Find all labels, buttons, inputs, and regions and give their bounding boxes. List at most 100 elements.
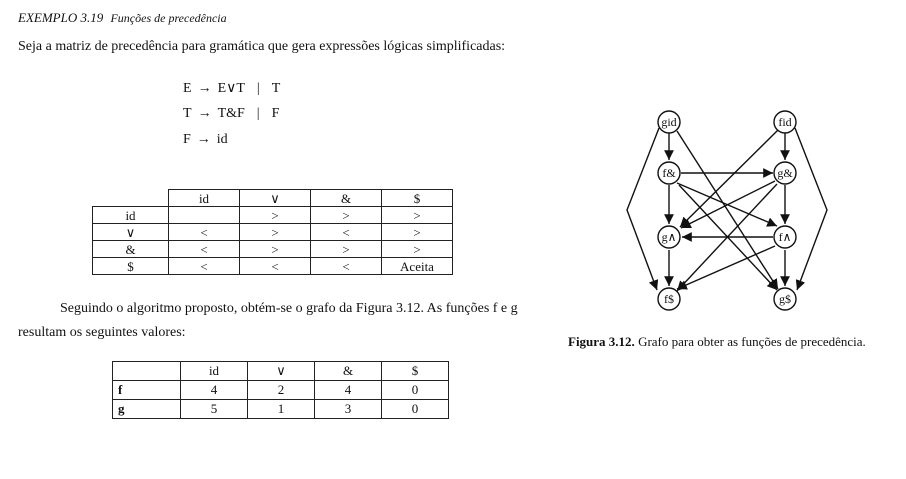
table-cell: > [310,240,382,258]
table-cell [168,206,240,224]
node-label: g& [777,166,793,180]
graph-node: f& [657,161,681,185]
column-header: ∨ [247,361,315,381]
table-row: $ < < < Aceita [92,257,453,275]
graph-edge [678,184,778,291]
rule-arrow: → [197,106,212,121]
table-header-row: id ∨ & $ [112,361,449,381]
graph-nodes: gid fid f& g& g∧ f∧ f$ g$ [657,110,797,311]
body-paragraph: Seguindo o algoritmo proposto, obtém-se … [18,297,518,345]
precedence-graph: gid fid f& g& g∧ f∧ f$ g$ [626,110,828,311]
column-header: & [314,361,382,381]
graph-node: g∧ [657,225,681,249]
graph-edge [676,130,779,290]
figure-caption: Figura 3.12. Grafo para obter as funções… [568,334,866,350]
graph-edges [626,127,828,292]
column-header: ∨ [239,189,311,207]
table-cell: 1 [247,399,315,419]
table-cell: 0 [381,399,449,419]
table-cell: > [310,206,382,224]
table-cell: < [310,223,382,241]
graph-edge [794,127,828,291]
node-label: g$ [779,292,791,306]
rule-lhs: T [183,106,192,121]
rule-arrow: → [196,132,211,147]
node-label: g∧ [662,230,677,244]
graph-edge [676,183,778,292]
corner-cell [93,190,169,207]
functions-table: id ∨ & $ f 4 2 4 0 g 5 1 3 0 [112,361,449,419]
column-header: $ [381,189,453,207]
example-number: EXEMPLO 3.19 [18,10,104,25]
column-header: & [310,189,382,207]
rule-arrow: → [197,81,212,96]
table-cell: > [239,223,311,241]
graph-node: g$ [773,287,797,311]
table-row: & < > > > [92,240,453,258]
graph-node: g& [773,161,797,185]
table-row: ∨ < > < > [92,223,453,241]
node-label: f$ [664,292,674,306]
figure-number: Figura 3.12. [568,334,635,349]
graph-edge [680,180,776,229]
table-cell: > [381,240,453,258]
table-cell: 0 [381,380,449,400]
table-cell: > [239,206,311,224]
table-header-row: id ∨ & $ [93,189,453,207]
grammar-rule: F → id [183,132,228,148]
row-header: ∨ [92,223,169,241]
paragraph-line: Seguindo o algoritmo proposto, obtém-se … [60,301,518,316]
graph-edge [676,245,776,290]
rule-rhs-alt: T [271,81,281,96]
rule-separator: | [256,81,260,96]
table-row: id > > > [92,206,453,224]
node-label: f∧ [779,230,792,244]
table-cell: 5 [180,399,248,419]
column-header: $ [381,361,449,381]
node-label: f& [662,166,676,180]
table-cell: > [239,240,311,258]
grammar-rule: T → T&F | F [183,106,279,122]
intro-text: Seja a matriz de precedência para gramát… [18,39,506,54]
paragraph-line: resultam os seguintes valores: [18,325,186,340]
node-label: gid [661,115,676,129]
table-cell: > [381,223,453,241]
row-header: f [112,380,181,400]
table-cell: 4 [180,380,248,400]
graph-edge [679,129,779,228]
table-row: g 5 1 3 0 [112,399,449,419]
graph-edge [626,127,660,291]
row-header: id [92,206,169,224]
table-cell: < [168,223,240,241]
table-cell: 2 [247,380,315,400]
graph-node: fid [773,110,797,134]
rule-rhs: T&F [217,106,245,121]
rule-rhs: E∨T [217,81,245,96]
rule-rhs-alt: F [271,106,280,121]
rule-separator: | [256,106,260,121]
row-header: & [92,240,169,258]
example-heading: EXEMPLO 3.19 Funções de precedência [18,10,227,26]
rule-lhs: F [183,132,191,147]
row-header: $ [92,257,169,275]
rule-lhs: E [183,81,192,96]
table-cell: < [239,257,311,275]
graph-node: gid [657,110,681,134]
corner-cell [112,361,181,381]
table-cell: Aceita [381,257,453,275]
graph-node: f∧ [773,225,797,249]
table-cell: 3 [314,399,382,419]
caption-text: Grafo para obter as funções de precedênc… [638,334,866,349]
column-header: id [180,361,248,381]
row-header: g [112,399,181,419]
graph-node: f$ [657,287,681,311]
node-label: fid [778,115,791,129]
table-cell: < [168,257,240,275]
rule-rhs: id [216,132,228,147]
table-cell: 4 [314,380,382,400]
table-cell: < [168,240,240,258]
table-cell: < [310,257,382,275]
table-row: f 4 2 4 0 [112,380,449,400]
precedence-table: id ∨ & $ id > > > ∨ < > < > & < > > > $ … [92,189,453,275]
column-header: id [168,189,240,207]
